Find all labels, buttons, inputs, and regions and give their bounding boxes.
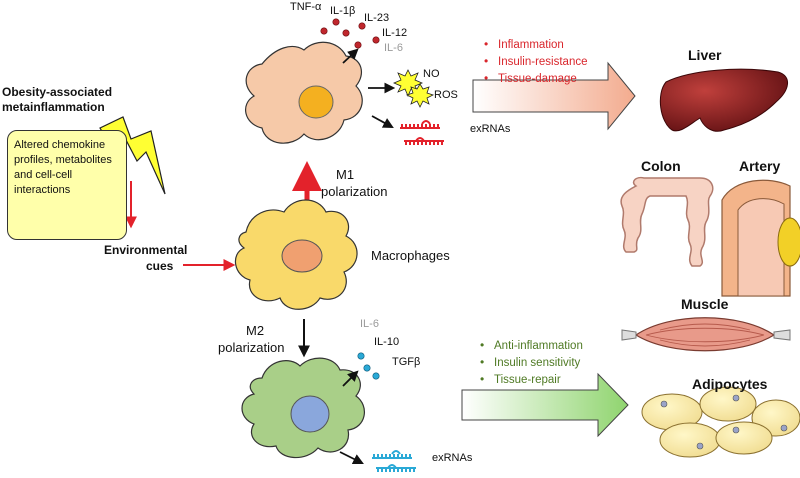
- m1-exrna-arrow: [371, 115, 394, 129]
- m2-exrna-arrow: [339, 451, 364, 464]
- m2-cytokine-dots: [357, 352, 380, 380]
- tnf-alpha-label: TNF-α: [290, 1, 322, 13]
- il12-label: IL-12: [382, 27, 408, 39]
- ros-label: ROS: [434, 89, 458, 101]
- m1-exrna-icon: [400, 120, 444, 145]
- liver-label: Liver: [688, 47, 722, 63]
- m1-cytokine-dots: [320, 18, 380, 49]
- muscle-label: Muscle: [681, 296, 729, 312]
- m2-exrna-icon: [372, 450, 416, 472]
- obesity-title-line1: Obesity-associated: [2, 85, 113, 99]
- il23-label: IL-23: [364, 12, 390, 24]
- m1-polarization-line1: M1: [336, 167, 355, 182]
- obesity-factors-text: Altered chemokine profiles, metabolites …: [14, 139, 112, 196]
- m1-effect-item: •Inflammation: [484, 37, 564, 51]
- adipocytes-label: Adipocytes: [692, 376, 768, 392]
- adipocytes-icon: [641, 386, 800, 458]
- macrophages-label: Macrophages: [371, 248, 450, 263]
- colon-label: Colon: [641, 158, 681, 174]
- m1-polarization-line2: polarization: [321, 184, 388, 199]
- il6-m1-label: IL-6: [384, 42, 403, 54]
- m2-effect-item: •Tissue-repair: [480, 372, 561, 386]
- il6-m2-label: IL-6: [360, 318, 379, 330]
- m2-effects-arrow: [461, 372, 629, 438]
- m2-effect-item: •Insulin sensitivity: [480, 355, 581, 369]
- m2-cytokine-arrow: [342, 370, 359, 387]
- m1-cytokine-arrow: [342, 48, 359, 64]
- no-label: NO: [423, 68, 440, 80]
- m1-exrnas-label: exRNAs: [470, 123, 511, 135]
- environmental-cues-line1: Environmental: [104, 243, 188, 257]
- m1-effect-item: •Tissue-damage: [484, 71, 577, 85]
- macrophage-nucleus: [281, 239, 323, 273]
- ros-burst-icon: [405, 83, 435, 108]
- m1-effects-list: •Inflammation •Insulin-resistance •Tissu…: [484, 36, 587, 87]
- m2-polarization-line1: M2: [246, 323, 265, 338]
- il1b-label: IL-1β: [330, 5, 356, 17]
- obesity-factors-box: Altered chemokine profiles, metabolites …: [7, 130, 127, 240]
- m2-polarization-line2: polarization: [218, 340, 285, 355]
- m2-effect-item: •Anti-inflammation: [480, 338, 583, 352]
- m1-effects-arrow: [472, 61, 636, 131]
- artery-icon: [721, 179, 800, 297]
- artery-label: Artery: [739, 158, 781, 174]
- muscle-icon: [621, 317, 791, 352]
- m2-nucleus: [290, 395, 330, 433]
- il10-label: IL-10: [374, 336, 400, 348]
- m1-effect-item: •Insulin-resistance: [484, 54, 588, 68]
- m2-effects-list: •Anti-inflammation •Insulin sensitivity …: [480, 337, 583, 388]
- environmental-cues-line2: cues: [146, 259, 174, 273]
- tgfb-label: TGFβ: [392, 356, 421, 368]
- liver-icon: [659, 68, 788, 132]
- m2-exrnas-label: exRNAs: [432, 452, 473, 464]
- obesity-title-line2: metainflammation: [2, 100, 105, 114]
- m1-nucleus: [298, 85, 334, 119]
- colon-icon: [620, 176, 714, 267]
